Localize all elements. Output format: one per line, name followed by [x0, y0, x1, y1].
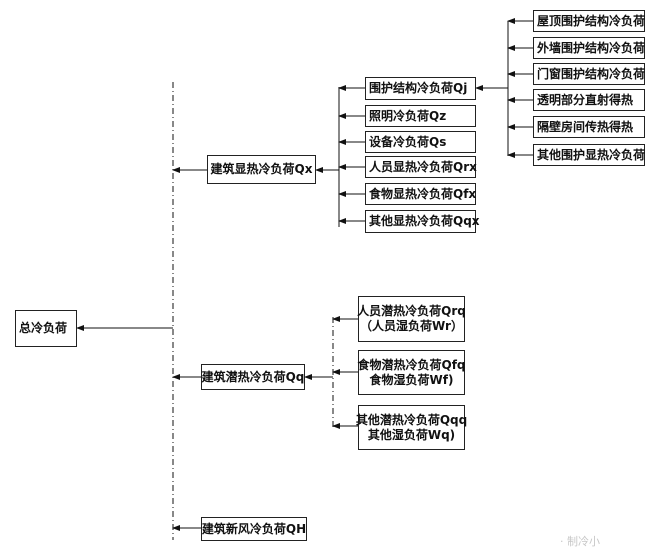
- solar-gain-label: 透明部分直射得热: [537, 92, 634, 107]
- envelope-load-label: 围护结构冷负荷Qj: [369, 81, 468, 95]
- roof-load-box: 屋顶围护结构冷负荷: [533, 10, 645, 32]
- other-envelope-load-box: 其他围护显热冷负荷: [533, 144, 645, 166]
- people-moisture-load-label: （人员湿负荷Wr）: [360, 319, 463, 333]
- food-moisture-load-label: 食物湿负荷Wf): [369, 372, 454, 387]
- food-latent-load-box: 食物潜热冷负荷Qfq 食物湿负荷Wf): [357, 350, 466, 395]
- solar-gain-box: 透明部分直射得热: [533, 89, 645, 111]
- food-sensible-load-box: 食物显热冷负荷Qfx: [365, 183, 476, 205]
- roof-load-label: 屋顶围护结构冷负荷: [537, 13, 646, 28]
- sensible-load-box: 建筑显热冷负荷Qx: [207, 155, 316, 184]
- window-load-label: 门窗围护结构冷负荷: [537, 66, 646, 81]
- other-sensible-load-label: 其他显热冷负荷Qqx: [369, 214, 480, 228]
- other-envelope-load-label: 其他围护显热冷负荷: [537, 147, 646, 162]
- partition-gain-label: 隔壁房间传热得热: [537, 119, 634, 134]
- sensible-load-label: 建筑显热冷负荷Qx: [210, 162, 313, 176]
- people-latent-load-box: 人员潜热冷负荷Qrq （人员湿负荷Wr）: [357, 296, 466, 342]
- food-latent-load-label: 食物潜热冷负荷Qfq: [357, 357, 466, 372]
- lighting-load-box: 照明冷负荷Qz: [365, 105, 476, 127]
- total-cooling-load-label: 总冷负荷: [19, 321, 68, 335]
- equipment-load-label: 设备冷负荷Qs: [369, 134, 447, 149]
- wall-load-label: 外墙围护结构冷负荷: [537, 40, 646, 55]
- wall-load-box: 外墙围护结构冷负荷: [533, 37, 645, 59]
- total-cooling-load-box: 总冷负荷: [15, 310, 77, 347]
- equipment-load-box: 设备冷负荷Qs: [365, 131, 476, 153]
- watermark: · 制冷小: [560, 535, 600, 548]
- fresh-air-load-box: 建筑新风冷负荷QH: [201, 517, 307, 541]
- envelope-load-box: 围护结构冷负荷Qj: [365, 77, 476, 100]
- latent-load-box: 建筑潜热冷负荷Qq: [201, 364, 305, 390]
- lighting-load-label: 照明冷负荷Qz: [369, 108, 447, 123]
- other-sensible-load-box: 其他显热冷负荷Qqx: [365, 210, 480, 233]
- other-latent-load-box: 其他潜热冷负荷Qqq 其他湿负荷Wq): [355, 405, 468, 450]
- other-moisture-load-label: 其他湿负荷Wq): [367, 427, 456, 442]
- people-latent-load-label: 人员潜热冷负荷Qrq: [357, 304, 466, 318]
- other-latent-load-label: 其他潜热冷负荷Qqq: [355, 412, 468, 427]
- partition-gain-box: 隔壁房间传热得热: [533, 116, 645, 138]
- latent-load-label: 建筑潜热冷负荷Qq: [201, 369, 305, 384]
- fresh-air-load-label: 建筑新风冷负荷QH: [201, 521, 307, 536]
- people-sensible-load-box: 人员显热冷负荷Qrx: [365, 156, 477, 178]
- window-load-box: 门窗围护结构冷负荷: [533, 63, 645, 85]
- people-sensible-load-label: 人员显热冷负荷Qrx: [369, 159, 477, 174]
- food-sensible-load-label: 食物显热冷负荷Qfx: [369, 186, 477, 201]
